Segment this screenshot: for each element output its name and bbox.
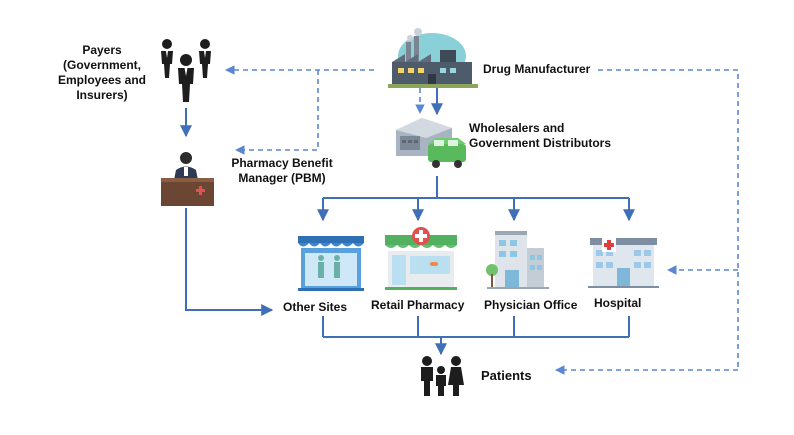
pharmacy-icon — [385, 227, 457, 290]
dashed-connectors — [225, 65, 739, 375]
pbm-label: Pharmacy Benefit Manager (PBM) — [222, 156, 342, 186]
retail-pharmacy-label: Retail Pharmacy — [371, 298, 465, 312]
wholesalers-label-line2: Government Distributors — [469, 136, 612, 150]
office-building-icon — [486, 231, 549, 289]
solid-connectors — [180, 88, 635, 356]
payers-label-line1: Payers — [82, 43, 122, 57]
patients-label: Patients — [481, 368, 532, 383]
payers-label-line3: Employees and — [57, 73, 147, 87]
dashed-to-pbm — [235, 70, 319, 155]
wholesalers-label: Wholesalers and Government Distributors — [469, 121, 611, 151]
pbm-label-line2: Manager (PBM) — [238, 171, 326, 185]
store-icon — [298, 236, 364, 291]
hospital-label: Hospital — [594, 296, 642, 310]
arrow-pbm-to-other-sites — [185, 208, 274, 316]
factory-icon — [388, 28, 478, 88]
manufacturer-label: Drug Manufacturer — [483, 62, 591, 76]
dashed-manufacturer-right — [598, 69, 739, 370]
family-icon — [421, 356, 464, 396]
wholesalers-label-line1: Wholesalers and — [469, 121, 565, 135]
warehouse-truck-icon — [396, 118, 466, 168]
physician-office-label: Physician Office — [484, 298, 578, 312]
people-group-icon — [161, 39, 211, 102]
other-sites-label: Other Sites — [283, 300, 348, 314]
payers-label-line4: Insurers) — [76, 88, 128, 102]
pbm-label-line1: Pharmacy Benefit — [231, 156, 333, 170]
pharmacist-desk-icon — [161, 152, 214, 206]
payers-label: Payers (Government, Employees and Insure… — [56, 43, 148, 103]
payers-label-line2: (Government, — [62, 58, 141, 72]
hospital-icon — [588, 238, 659, 288]
